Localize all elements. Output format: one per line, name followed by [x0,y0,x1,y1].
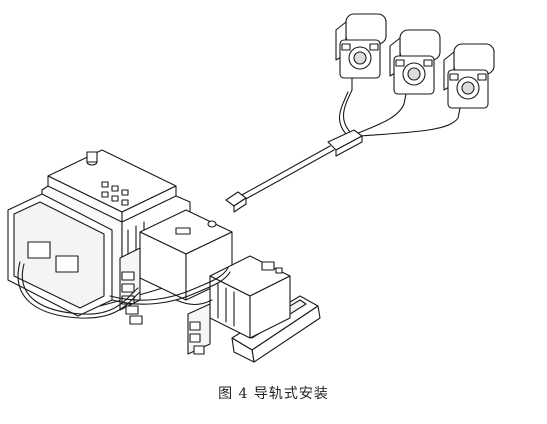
rail-mount-illustration [0,0,547,380]
current-transformer-1 [336,14,386,90]
module-cable-c [176,300,212,305]
main-meter-module [8,150,190,316]
cable-splitter [328,130,362,156]
current-transformer-2 [390,30,440,104]
ct-output-cable [240,146,334,200]
module-cable-b [110,268,230,304]
current-transformer-3 [444,44,494,118]
ct-cable-bundle [340,90,458,136]
ct-plug [226,192,246,212]
figure-caption: 图 4 导轨式安装 [218,386,329,402]
module-cable-a [18,262,140,318]
right-module [188,256,290,354]
middle-module [120,210,232,324]
